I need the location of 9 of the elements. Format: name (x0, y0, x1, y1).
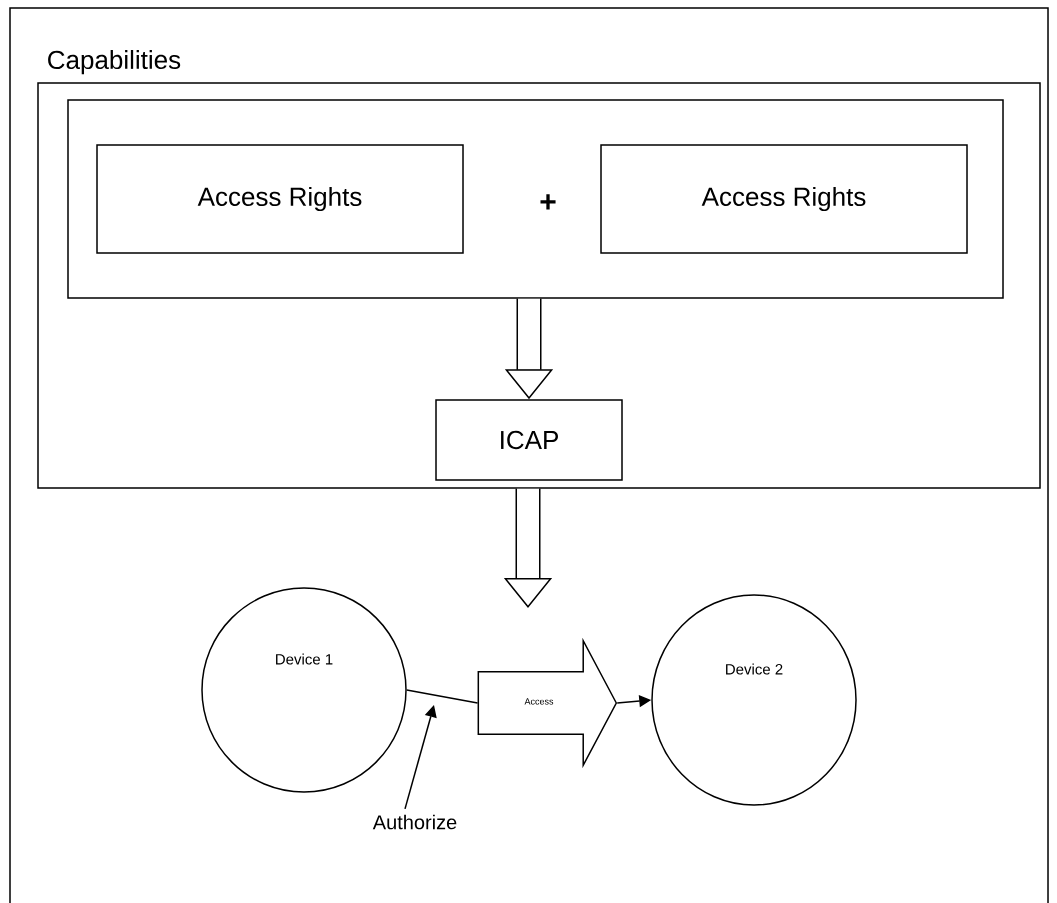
leader-line (404, 705, 437, 810)
node-label: Capabilities (48, 50, 181, 75)
process-box: Access Rights (600, 144, 968, 254)
container-box (67, 99, 1004, 299)
connector-line (406, 689, 479, 704)
plus-sign: + (540, 194, 556, 210)
process-box: ICAP (435, 399, 623, 481)
process-box: Access Rights (96, 144, 464, 254)
annotation-text: Authorize (372, 814, 457, 830)
